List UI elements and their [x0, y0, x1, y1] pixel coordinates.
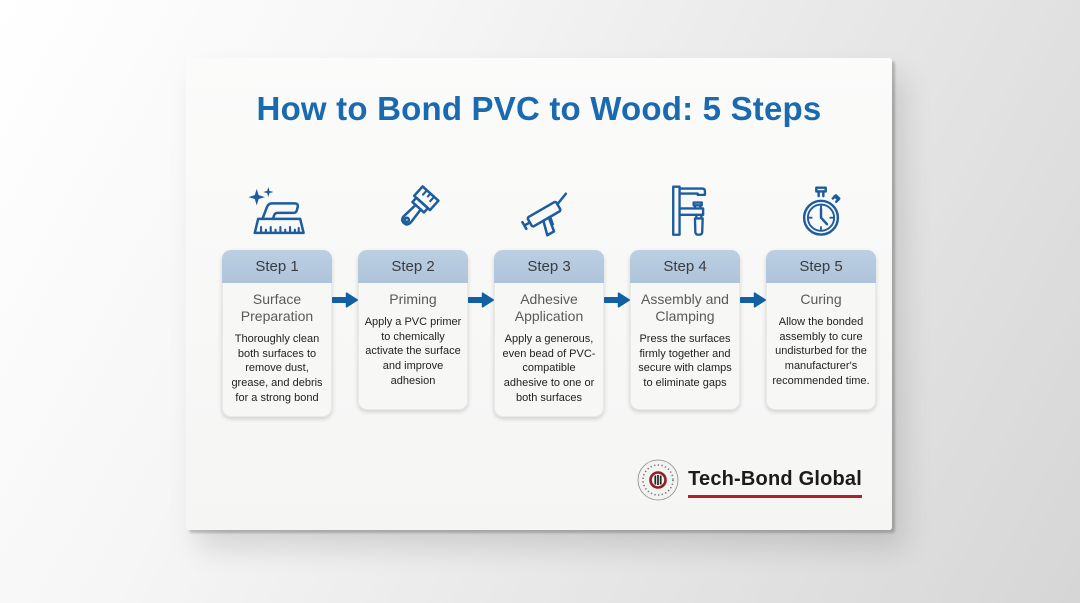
page-title: How to Bond PVC to Wood: 5 Steps [256, 90, 822, 127]
paint-brush-icon [382, 176, 444, 244]
step-1-header: Step 1 [222, 250, 332, 283]
step-4-header: Step 4 [630, 250, 740, 283]
logo-text: Tech-Bond Global [688, 468, 862, 498]
infographic-poster: How to Bond PVC to Wood: 5 Steps Step 1 … [186, 58, 892, 530]
step-3-column: Step 3 Adhesive Application Apply a gene… [494, 176, 604, 418]
step-4-title: Assembly and Clamping [641, 291, 729, 325]
step-2-card: Step 2 Priming Apply a PVC primer to che… [358, 250, 468, 410]
step-2-column: Step 2 Priming Apply a PVC primer to che… [358, 176, 468, 410]
arrow-right-icon [604, 290, 630, 315]
step-4-description: Press the surfaces firmly together and s… [638, 333, 732, 390]
step-3-title: Adhesive Application [514, 291, 584, 325]
step-5-column: Step 5 Curing Allow the bonded assembly … [766, 176, 876, 410]
step-2-description: Apply a PVC primer to chemically activat… [364, 316, 462, 387]
step-4-card: Step 4 Assembly and Clamping Press the s… [630, 250, 740, 410]
step-4-body: Assembly and Clamping Press the surfaces… [631, 283, 739, 409]
arrow-right-icon [468, 290, 494, 315]
step-3-description: Apply a generous, even bead of PVC-compa… [502, 333, 596, 404]
steps-row: Step 1 Surface Preparation Thoroughly cl… [222, 176, 876, 418]
step-2-body: Priming Apply a PVC primer to chemically… [359, 283, 467, 409]
step-1-title: Surface Preparation [240, 291, 314, 325]
step-5-title: Curing [800, 291, 842, 307]
tech-bond-emblem-icon [637, 459, 679, 506]
stopwatch-icon [791, 176, 851, 244]
cleaning-brush-icon [244, 176, 310, 244]
step-1-card: Step 1 Surface Preparation Thoroughly cl… [222, 250, 332, 418]
step-5-description: Allow the bonded assembly to cure undist… [772, 316, 870, 387]
step-4-column: Step 4 Assembly and Clamping Press the s… [630, 176, 740, 410]
step-3-card: Step 3 Adhesive Application Apply a gene… [494, 250, 604, 418]
clamp-icon [656, 176, 714, 244]
step-2-title: Priming [389, 291, 437, 307]
step-1-body: Surface Preparation Thoroughly clean bot… [223, 283, 331, 416]
caulk-gun-icon [517, 176, 581, 244]
step-5-card: Step 5 Curing Allow the bonded assembly … [766, 250, 876, 410]
arrow-right-icon [740, 290, 766, 315]
step-1-column: Step 1 Surface Preparation Thoroughly cl… [222, 176, 332, 418]
step-5-body: Curing Allow the bonded assembly to cure… [767, 283, 875, 409]
step-5-header: Step 5 [766, 250, 876, 283]
step-3-body: Adhesive Application Apply a generous, e… [495, 283, 603, 416]
step-3-header: Step 3 [494, 250, 604, 283]
step-2-header: Step 2 [358, 250, 468, 283]
arrow-right-icon [332, 290, 358, 315]
step-1-description: Thoroughly clean both surfaces to remove… [231, 333, 323, 404]
logo: Tech-Bond Global [637, 459, 862, 506]
